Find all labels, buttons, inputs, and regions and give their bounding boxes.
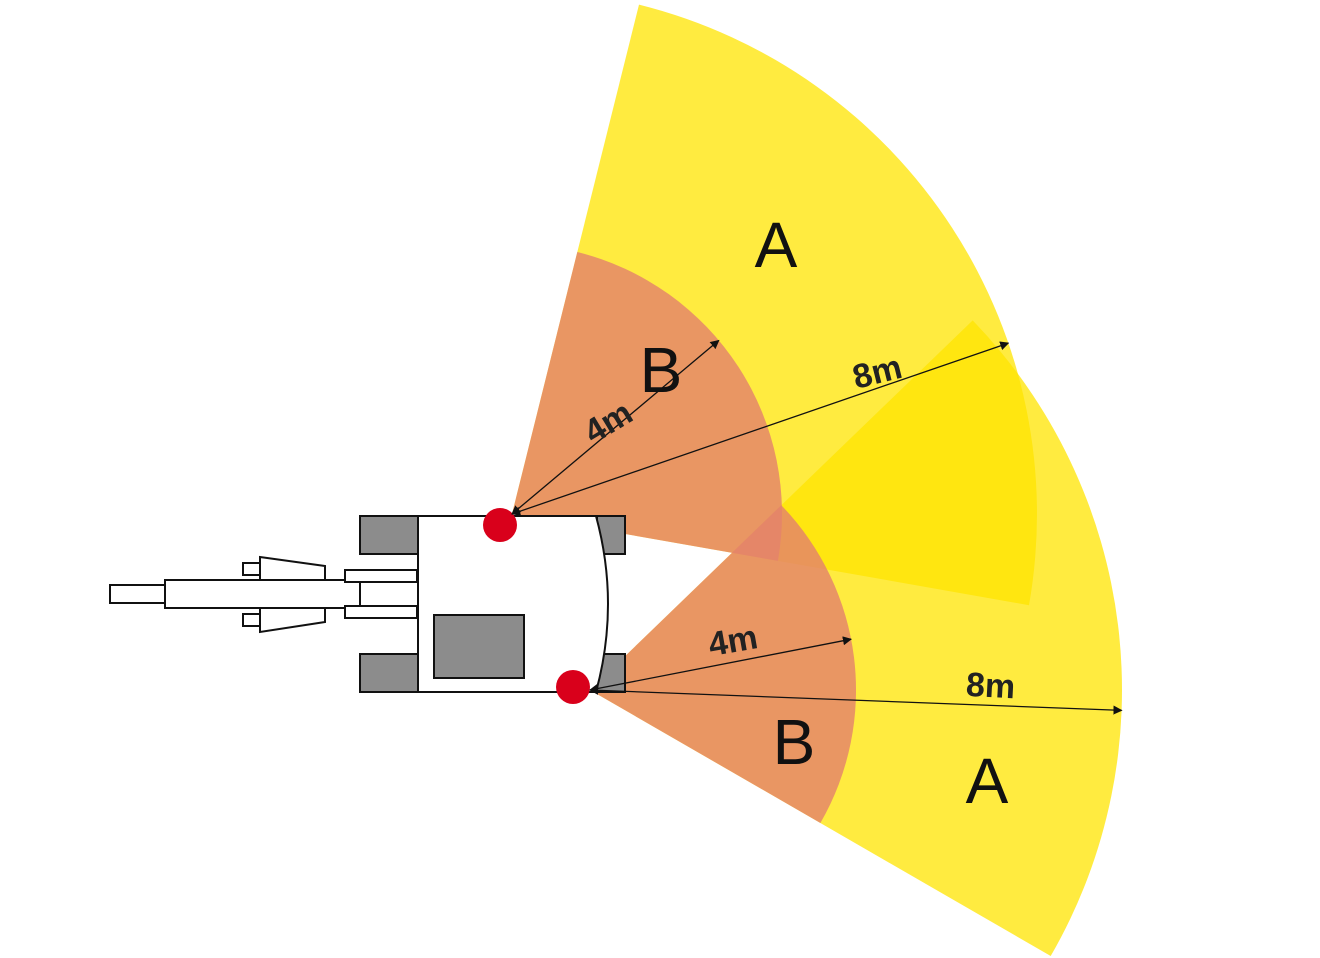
boom-arm (164, 579, 361, 609)
sensors (483, 508, 590, 704)
lower-zone-a-label: A (966, 745, 1009, 817)
lower-zone-b-radius-label: 4m (706, 618, 761, 664)
zone-labels: A B B A (640, 209, 1009, 817)
rear-track-upper (359, 515, 419, 555)
upper-zone-a-label: A (755, 209, 798, 281)
machine-top-view (109, 515, 626, 693)
radius-arrows (511, 339, 1123, 715)
lower-zone-b-radius-arrow (589, 636, 852, 693)
boom-link-lower (344, 605, 418, 619)
upper-sensor-dot (483, 508, 517, 542)
zone-sectors (512, 4, 1123, 956)
upper-zone-a-radius-arrow (511, 341, 1010, 516)
lower-zone-b-label: B (773, 706, 816, 778)
hydraulic-cylinder-lower (259, 607, 326, 634)
upper-zone-b-label: B (640, 334, 683, 406)
boom-arm-tip (109, 584, 167, 604)
boom-link-upper (344, 569, 418, 583)
operator-seat (433, 614, 525, 679)
lower-zone-a-radius-label: 8m (965, 666, 1016, 707)
hydraulic-cylinder-upper (259, 555, 326, 581)
rear-track-lower (359, 653, 419, 693)
lower-zone-a-radius-arrow (589, 685, 1123, 715)
lower-sensor-dot (556, 670, 590, 704)
